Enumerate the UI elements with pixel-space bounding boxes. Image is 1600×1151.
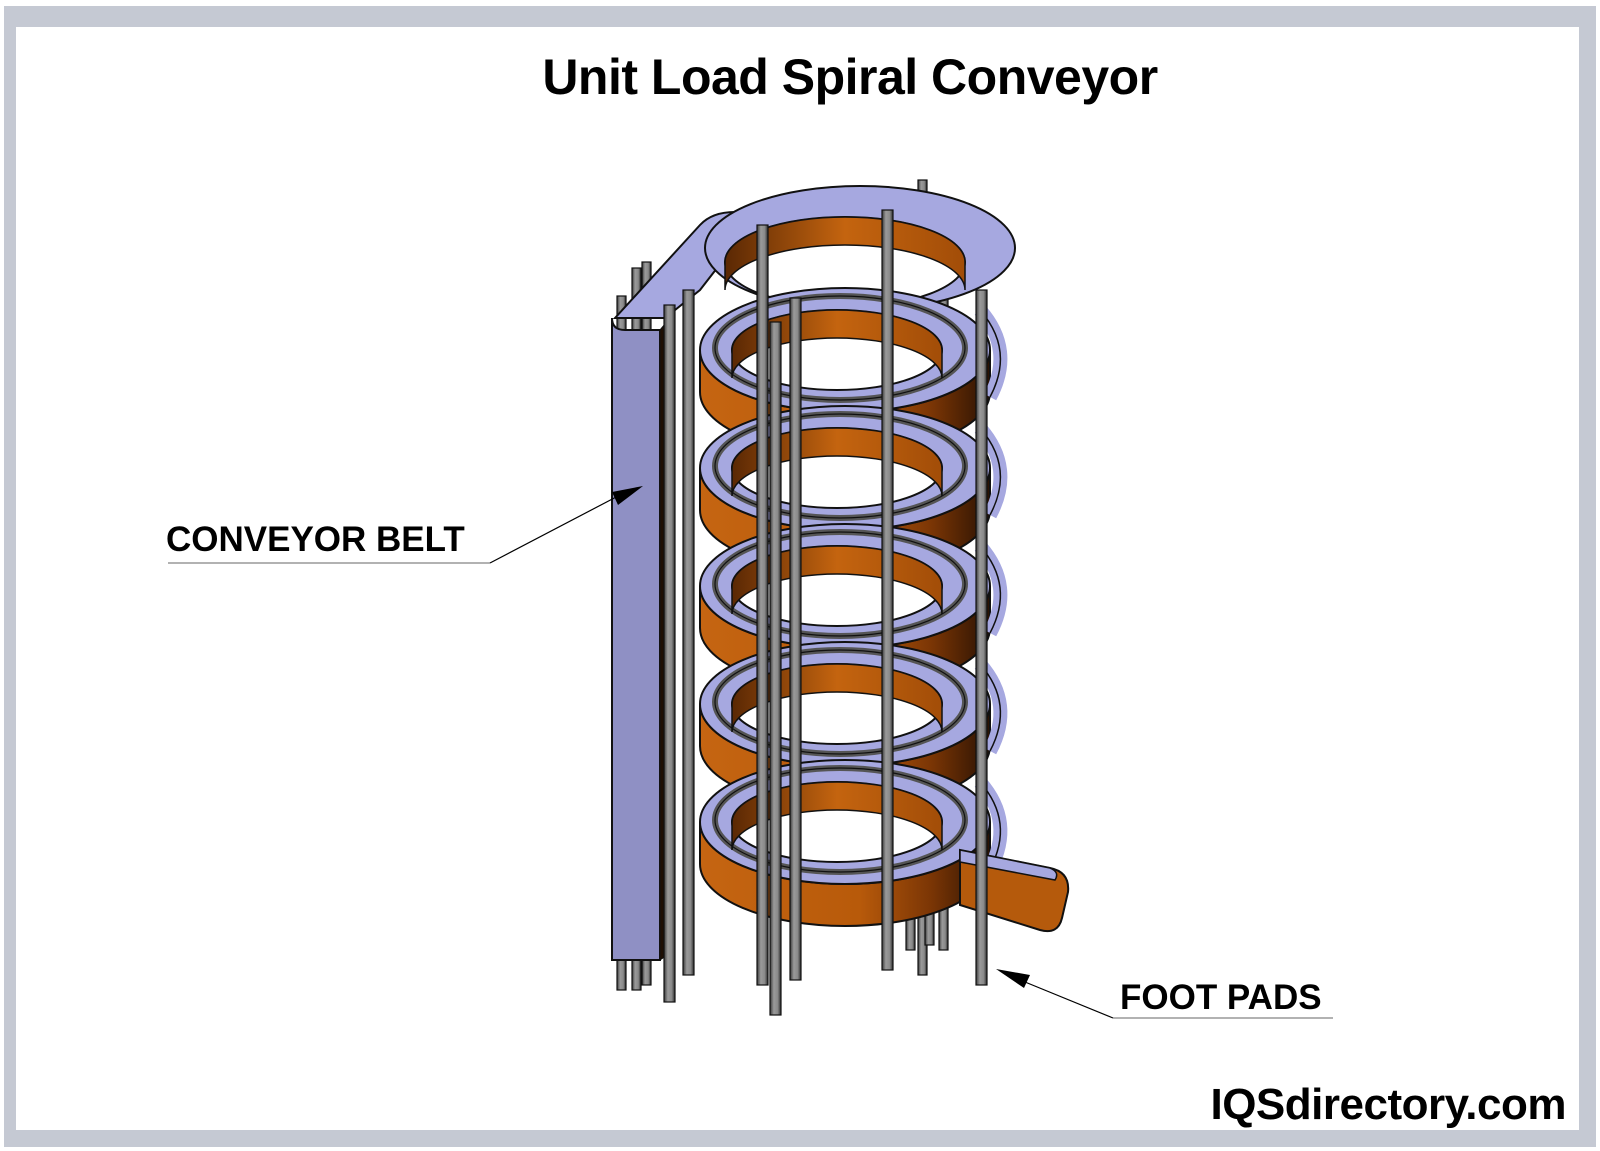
conveyor-belt-leader	[489, 494, 621, 564]
post-body	[881, 209, 894, 971]
tier-guard-rail-edge	[714, 413, 966, 519]
top-belt-inner-wall	[724, 216, 966, 291]
post-body	[769, 321, 782, 1016]
foot-pads-arrowhead	[996, 969, 1030, 988]
tier-guard-rail-edge	[714, 531, 966, 637]
support-post	[769, 321, 782, 1016]
conveyor-belt-callout	[168, 486, 643, 564]
post-body	[789, 297, 802, 981]
support-post	[663, 304, 676, 1003]
support-post	[682, 289, 695, 976]
support-post	[881, 209, 894, 971]
front-support-posts	[663, 209, 988, 1016]
support-post	[756, 224, 769, 986]
conveyor-belt-label: CONVEYOR BELT	[166, 520, 465, 559]
foot-pads-leader	[1024, 981, 1114, 1019]
support-post	[789, 297, 802, 981]
post-body	[756, 224, 769, 986]
post-body	[663, 304, 676, 1003]
brand-watermark: IQSdirectory.com	[1210, 1080, 1566, 1129]
tier-guard-rail-edge	[714, 649, 966, 755]
top-belt-ring	[704, 185, 1016, 311]
post-body	[682, 289, 695, 976]
foot-pads-callout	[996, 969, 1333, 1019]
diagram-title: Unit Load Spiral Conveyor	[542, 49, 1158, 105]
foot-pads-label: FOOT PADS	[1120, 978, 1322, 1017]
tier-guard-rail-edge	[714, 295, 966, 401]
spiral-tier	[699, 759, 1008, 927]
post-body	[975, 289, 988, 986]
spiral-tiers	[699, 185, 1016, 927]
support-post	[975, 289, 988, 986]
tier-guard-rail-edge	[714, 767, 966, 873]
conveyor-belt-arrowhead	[612, 486, 643, 505]
